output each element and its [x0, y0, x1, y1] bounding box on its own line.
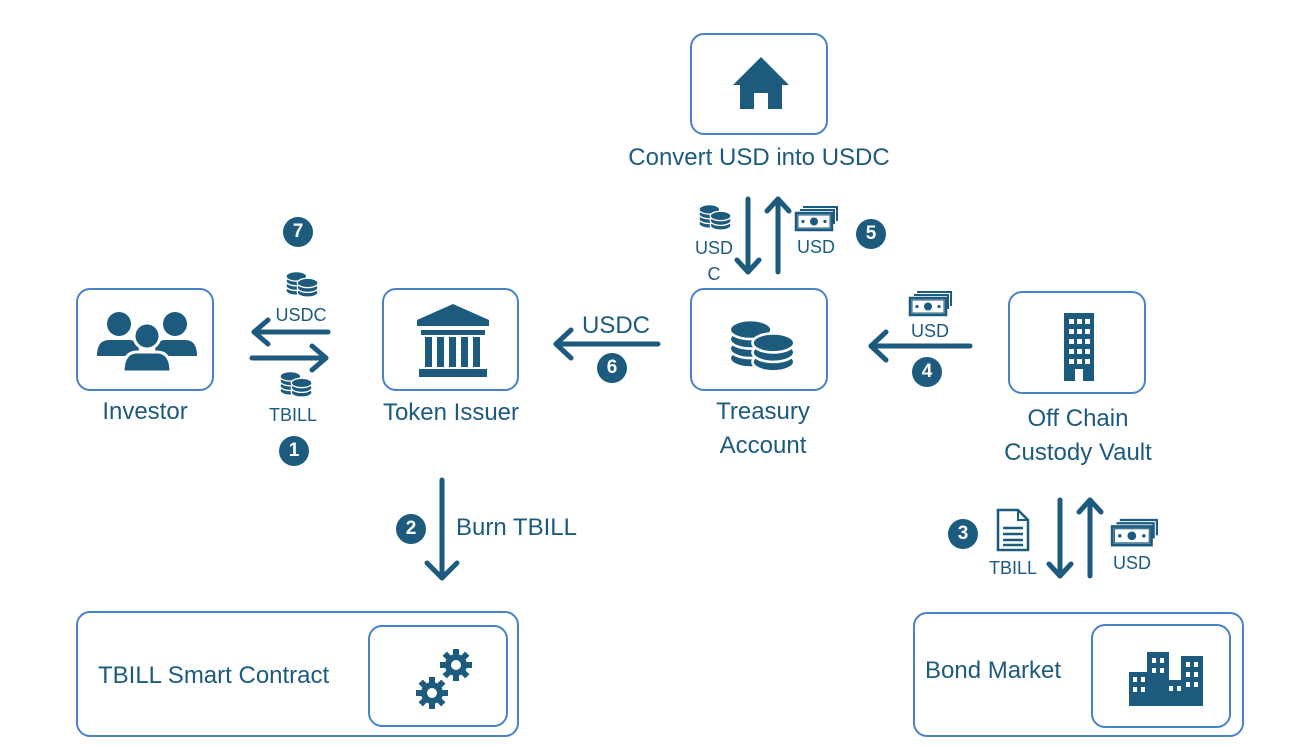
custody-node: [1008, 291, 1146, 394]
city-icon: [1129, 652, 1203, 706]
burn-label: Burn TBILL: [456, 514, 577, 541]
bond-market-node: Bond Market: [913, 612, 1244, 737]
bond-market-icon-box: [1091, 624, 1231, 728]
bank-icon: [417, 304, 489, 377]
banknote-icon: [908, 289, 952, 317]
smart-contract-node: TBILL Smart Contract: [76, 611, 519, 737]
custody-label-2: Custody Vault: [1004, 439, 1152, 466]
conv-usd-label: USD: [796, 237, 835, 257]
banknote-icon: [794, 204, 838, 232]
conv-usdc-label-1: USD: [694, 238, 733, 258]
step-badge-6: 6: [597, 353, 627, 383]
custody-usd-label: USD: [910, 321, 949, 341]
tower-icon: [1064, 313, 1094, 381]
investor-label: Investor: [102, 398, 188, 425]
token-issuer-node: [382, 288, 519, 391]
smart-contract-label: TBILL Smart Contract: [98, 662, 330, 689]
inv-tbill-label: TBILL: [268, 405, 318, 425]
bond-usd-label: USD: [1112, 553, 1151, 573]
document-icon: [996, 508, 1030, 552]
treasury-label-2: Account: [719, 432, 807, 459]
people-icon: [97, 312, 197, 372]
coins-icon: [724, 308, 800, 374]
coins-icon: [696, 199, 734, 231]
inv-usdc-label: USDC: [275, 305, 327, 325]
bond-market-label: Bond Market: [925, 657, 1062, 684]
step-badge-1: 1: [279, 436, 309, 466]
conv-usdc-label-2: C: [707, 264, 721, 284]
custody-label-1: Off Chain: [1027, 405, 1129, 432]
investor-node: [76, 288, 214, 391]
gears-icon: [416, 649, 472, 709]
coins-icon: [277, 366, 315, 398]
convert-node: [690, 33, 828, 135]
bond-tbill-label: TBILL: [988, 558, 1038, 578]
smart-contract-icon-box: [368, 625, 508, 727]
issuer-usdc-label: USDC: [581, 312, 650, 339]
step-badge-2: 2: [396, 514, 426, 544]
token-issuer-label: Token Issuer: [382, 399, 520, 426]
step-badge-5: 5: [856, 219, 886, 249]
treasury-node: [690, 288, 828, 391]
step-badge-7: 7: [283, 217, 313, 247]
house-icon: [733, 57, 789, 109]
coins-icon: [283, 266, 321, 298]
convert-label: Convert USD into USDC: [628, 144, 890, 171]
banknote-icon: [1110, 516, 1158, 548]
step-badge-3: 3: [948, 519, 978, 549]
step-badge-4: 4: [912, 357, 942, 387]
treasury-label-1: Treasury: [716, 398, 810, 425]
